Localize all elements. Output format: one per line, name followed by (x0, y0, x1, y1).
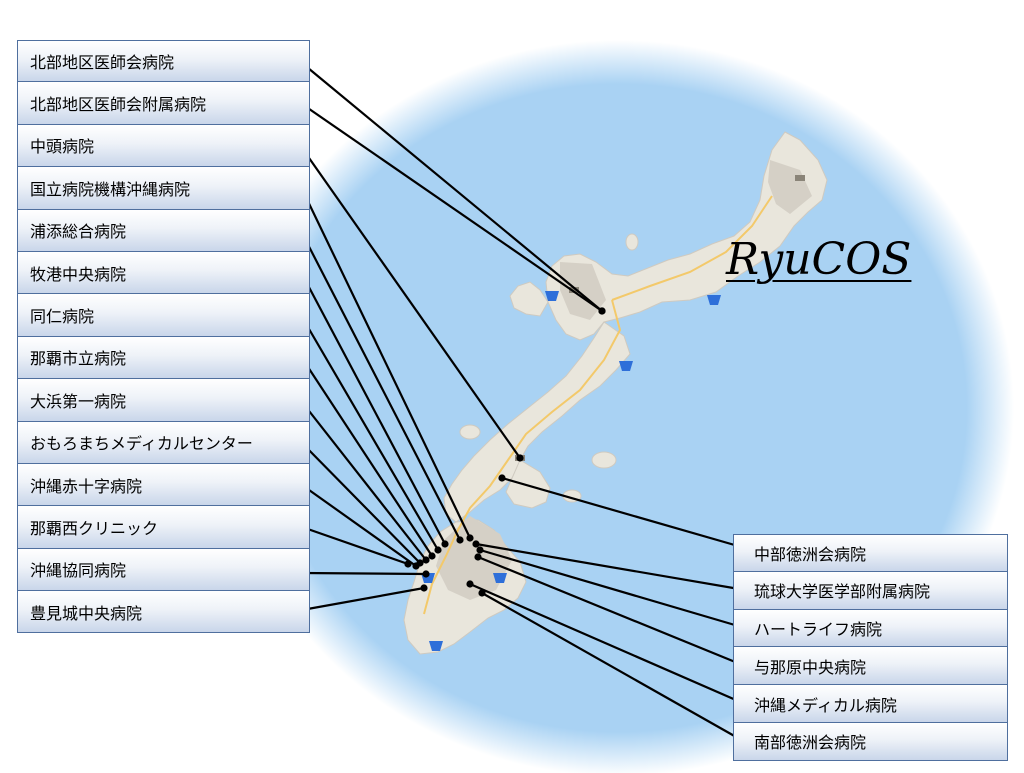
hospital-label: 中頭病院 (17, 124, 310, 168)
connector-dot (466, 534, 474, 542)
connector-line (481, 592, 746, 743)
hospital-list-right: 中部徳洲会病院琉球大学医学部附属病院ハートライフ病院与那原中央病院沖縄メディカル… (733, 534, 1008, 761)
connector-line (301, 62, 603, 312)
hospital-label: 北部地区医師会病院 (17, 40, 310, 83)
connector-line (469, 582, 746, 706)
connector-dot (404, 560, 412, 568)
connector-dot (476, 546, 484, 554)
connector-line (475, 542, 746, 592)
island-ie (459, 424, 481, 440)
hospital-marker-icon (545, 291, 559, 301)
connector-dot (456, 536, 464, 544)
connector-lines (298, 59, 746, 743)
connector-dot (466, 580, 474, 588)
connector-dot (434, 546, 442, 554)
hospital-label: 那覇市立病院 (17, 336, 310, 380)
island-katsuren-peninsula (505, 459, 551, 509)
connector-line (501, 476, 746, 550)
connector-line (301, 316, 439, 551)
island-tsuken (591, 451, 617, 469)
connector-dot (412, 562, 420, 570)
connector-line (301, 147, 521, 459)
hospital-label: ハートライフ病院 (733, 609, 1008, 648)
hospital-label: 与那原中央病院 (733, 647, 1008, 686)
hospital-label: おもろまちメディカルセンター (17, 421, 310, 464)
connector-dot (478, 589, 486, 597)
connector-line (301, 586, 425, 612)
connector-line (301, 401, 427, 561)
city-marker-icon (795, 175, 805, 181)
connector-line (301, 525, 409, 566)
island-northern-part (545, 131, 828, 341)
connector-line (301, 103, 603, 312)
connector-dot (474, 553, 482, 561)
connector-line (301, 188, 471, 539)
hospital-label: 豊見城中央病院 (17, 591, 310, 634)
connector-dot (428, 552, 436, 560)
hospital-label: 浦添総合病院 (17, 209, 310, 252)
island-central-part (443, 321, 631, 523)
hospital-list-left: 北部地区医師会病院北部地区医師会附属病院中頭病院国立病院機構沖縄病院浦添総合病院… (17, 40, 310, 634)
connector-dot (472, 540, 480, 548)
hospital-label: 沖縄赤十字病院 (17, 463, 310, 507)
city-marker-icon (569, 287, 579, 293)
connector-line (301, 442, 421, 564)
connector-line (301, 232, 461, 541)
hospital-label: 牧港中央病院 (17, 251, 310, 295)
island-motobu-peninsula (509, 281, 549, 317)
hospital-label: 南部徳洲会病院 (733, 722, 1008, 761)
hospital-label: 沖縄メディカル病院 (733, 685, 1008, 723)
hospital-label: 大浜第一病院 (17, 379, 310, 422)
connector-line (477, 555, 746, 668)
hospital-label: 北部地区医師会附属病院 (17, 82, 310, 125)
connector-dot (516, 454, 524, 462)
hospital-marker-icon (707, 295, 721, 305)
connector-dot (420, 584, 428, 592)
connector-line (301, 571, 427, 576)
island-yagaji (625, 233, 639, 251)
urban-area (768, 160, 812, 214)
connector-line (301, 273, 446, 545)
hospital-marker-icon (429, 641, 443, 651)
northern-road (611, 195, 773, 301)
connector-line (479, 548, 746, 630)
hospital-marker-icon (619, 361, 633, 371)
connector-line (301, 484, 417, 567)
brand-title: RyuCOS (726, 234, 912, 285)
connector-dot (498, 474, 506, 482)
road-network (423, 195, 773, 615)
hospital-marker-icon (493, 573, 507, 583)
connector-line (301, 357, 433, 557)
connector-dot (422, 570, 430, 578)
hospital-label: 国立病院機構沖縄病院 (17, 167, 310, 210)
connector-dot (598, 307, 606, 315)
main-highway (423, 299, 622, 615)
connector-dot (441, 540, 449, 548)
hospital-label: 琉球大学医学部附属病院 (733, 571, 1008, 610)
hospital-label: 沖縄協同病院 (17, 548, 310, 592)
hospital-label: 中部徳洲会病院 (733, 534, 1008, 572)
connector-dot (422, 556, 430, 564)
hospital-label: 那覇西クリニック (17, 506, 310, 549)
hospital-label: 同仁病院 (17, 294, 310, 337)
